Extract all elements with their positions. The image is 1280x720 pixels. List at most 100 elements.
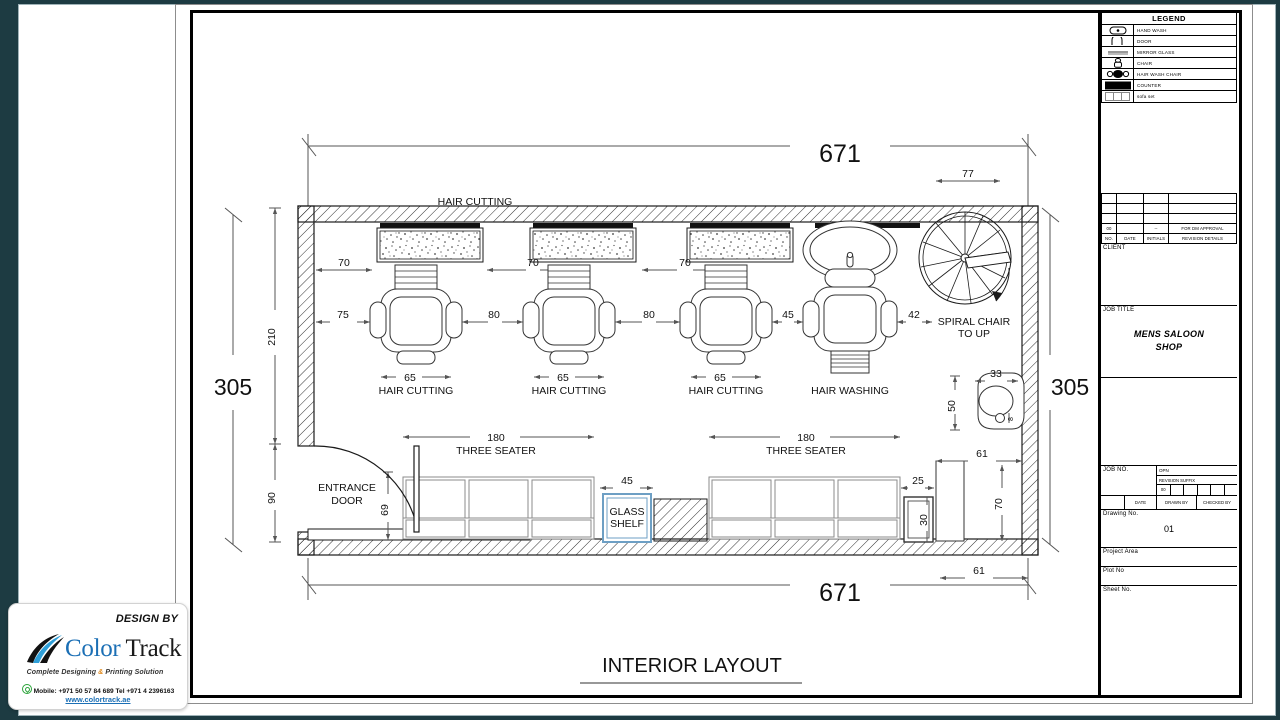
revision-suffix-blank-5 — [1225, 485, 1238, 495]
chair-icon — [1102, 58, 1134, 68]
dim-left-210 — [269, 207, 281, 445]
dim-69-text: 69 — [379, 504, 391, 516]
label-top-hair-cutting: HAIR CUTTING — [438, 196, 513, 208]
revision-initials: -- — [1143, 223, 1169, 234]
design-by-card: DESIGN BY Color Track Complete Designing… — [8, 603, 188, 710]
job-no-section: JOB NO. OPN REVISION SUFFIX 00 — [1101, 466, 1237, 496]
label-three-seater-right: THREE SEATER — [766, 445, 846, 457]
barber-chair-1 — [369, 264, 463, 365]
contact-text: Mobile: +971 50 57 84 689 Tel +971 4 239… — [33, 688, 175, 695]
dim-bottom-overall-text: 671 — [819, 579, 861, 607]
job-title-line1: MENS SALOON — [1133, 329, 1205, 339]
opn-revision-cell: OPN REVISION SUFFIX 00 — [1157, 466, 1237, 495]
legend-label-hand-wash: HAND WASH — [1137, 28, 1167, 33]
mirror-counter-2 — [529, 223, 637, 263]
sofa-left — [402, 476, 595, 540]
revision-header-row: NO. DATE INITIALS REVISION DETAILS — [1101, 233, 1237, 244]
mirror-counter-1 — [376, 223, 484, 263]
client-label: CLIENT — [1103, 245, 1126, 251]
dim-left-overall-text: 305 — [214, 374, 252, 400]
legend-label-door: DOOR — [1137, 39, 1152, 44]
dim-77-text: 77 — [962, 168, 974, 180]
brand-logo: Color Track — [23, 632, 182, 666]
brand-name-second: Track — [125, 635, 182, 662]
revision-date — [1116, 223, 1144, 234]
revision-no: 00 — [1101, 223, 1117, 234]
dim-top-overall-text: 671 — [819, 140, 861, 168]
job-no-label: JOB NO. — [1103, 467, 1129, 473]
label-three-seater-left: THREE SEATER — [456, 445, 536, 457]
legend-row-mirror-glass: MIRROR GLASS — [1102, 47, 1236, 58]
dim-80-b-text: 80 — [643, 309, 655, 321]
revision-table: 00 -- FOR DM APPROVAL NO. DATE INITIALS … — [1101, 193, 1237, 244]
sofa-right — [708, 476, 901, 540]
glass-shelf — [602, 493, 652, 543]
label-entrance-2: DOOR — [331, 495, 363, 507]
drawn-by-label: DRAWN BY — [1157, 496, 1197, 509]
dim-right-overall — [1041, 207, 1060, 553]
revision-blank-row-3 — [1101, 213, 1237, 224]
drawn-checked-row: DATE DRAWN BY CHECKED BY — [1101, 496, 1237, 510]
legend-row-hand-wash: HAND WASH — [1102, 25, 1236, 36]
dim-45-chair-text: 45 — [782, 309, 794, 321]
small-unit — [903, 460, 965, 543]
hair-washing-unit — [802, 220, 898, 374]
legend-row-counter: COUNTER — [1102, 80, 1236, 91]
plot-no-section: Plot No — [1101, 567, 1237, 586]
revision-suffix-blank-1 — [1171, 485, 1184, 495]
label-hair-washing: HAIR WASHING — [811, 385, 889, 397]
legend-row-hair-wash-chair: HAIR WASH CHAIR — [1102, 69, 1236, 80]
legend-panel: LEGEND HAND WASH DOOR MIRROR GLASS — [1101, 13, 1237, 103]
dim-50-text: 50 — [946, 400, 958, 412]
label-entrance-1: ENTRANCE — [318, 482, 376, 494]
dim-right-overall-text: 305 — [1051, 374, 1089, 400]
dim-left-90-text: 90 — [266, 492, 278, 504]
legend-row-sofa-set: sofa set — [1102, 91, 1236, 102]
dim-61-inner-text: 61 — [976, 448, 988, 460]
brand-name-first: Color — [65, 635, 121, 662]
revision-row: 00 -- FOR DM APPROVAL — [1101, 223, 1237, 234]
plot-no-label: Plot No — [1103, 568, 1125, 574]
revision-header-no: NO. — [1101, 233, 1117, 244]
job-title-section: JOB TITLE MENS SALOON SHOP — [1101, 306, 1237, 378]
revision-blank-row-1 — [1101, 193, 1237, 204]
legend-row-door: DOOR — [1102, 36, 1236, 47]
website-link[interactable]: www.colortrack.ae — [65, 695, 131, 704]
tagline-amp: & — [98, 669, 104, 676]
counter-icon — [1102, 80, 1134, 90]
dim-30-text: 30 — [918, 514, 930, 526]
label-station-2: HAIR CUTTING — [532, 385, 607, 397]
drawn-checked-blank — [1101, 496, 1125, 509]
label-spiral-1: SPIRAL CHAIR — [938, 316, 1011, 328]
centre-wall-block — [653, 498, 708, 542]
dim-45-shelf-text: 45 — [621, 475, 633, 487]
date-label: DATE — [1125, 496, 1157, 509]
sheet-no-section: Sheet No. — [1101, 586, 1237, 605]
label-glass-shelf-2: SHELF — [610, 518, 644, 530]
barber-chair-2 — [522, 264, 616, 365]
dim-left-overall — [224, 207, 243, 553]
dim-bottom-overall — [301, 558, 1037, 600]
revision-header-date: DATE — [1116, 233, 1144, 244]
dim-75-text: 75 — [337, 309, 349, 321]
dim-42-text: 42 — [908, 309, 920, 321]
mirror-glass-icon — [1102, 47, 1134, 57]
legend-row-chair: CHAIR — [1102, 58, 1236, 69]
dim-65-c-text: 65 — [714, 372, 726, 384]
drawing-no-section: Drawing No. 01 — [1101, 510, 1237, 548]
client-section: CLIENT — [1101, 244, 1237, 306]
label-spiral-2: TO UP — [958, 328, 990, 340]
revision-suffix-blank-2 — [1184, 485, 1198, 495]
dim-65-b-text: 65 — [557, 372, 569, 384]
dim-70-b-text: 70 — [527, 257, 539, 269]
job-title-value: MENS SALOON SHOP — [1101, 328, 1237, 354]
hand-wash-icon — [1102, 25, 1134, 35]
dim-65-a-text: 65 — [404, 372, 416, 384]
job-title-line2: SHOP — [1155, 342, 1183, 352]
dim-50 — [950, 375, 960, 431]
revision-suffix-label: REVISION SUFFIX — [1157, 476, 1237, 485]
colortrack-mark — [27, 634, 64, 663]
drawing-no-label: Drawing No. — [1103, 511, 1139, 517]
dim-25-text: 25 — [912, 475, 924, 487]
